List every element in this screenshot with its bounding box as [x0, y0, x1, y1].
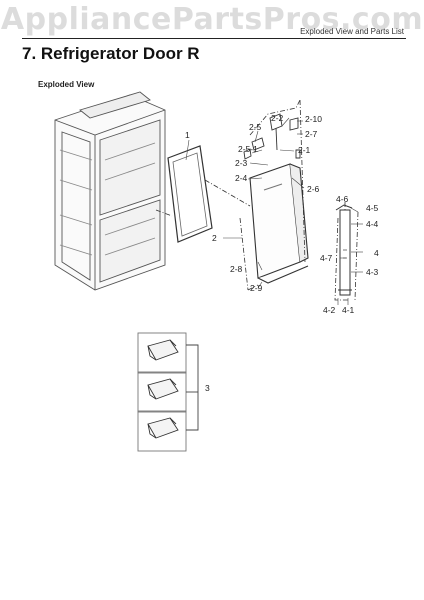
watermark-logo: AppliancePartsPros.com: [0, 2, 424, 37]
callout-3: 3: [205, 383, 210, 393]
callout-4-3: 4-3: [366, 267, 379, 277]
callout-2-7: 2-7: [305, 129, 318, 139]
door-bins: [137, 332, 199, 452]
callout-2-5: 2-5: [249, 122, 262, 132]
refrigerator-cabinet: [54, 91, 166, 291]
callout-1: 1: [185, 130, 190, 140]
callout-4-2: 4-2: [323, 305, 336, 315]
callout-4-7: 4-7: [320, 253, 333, 263]
header-note: Exploded View and Parts List: [300, 27, 404, 36]
callout-2-8: 2-8: [230, 264, 243, 274]
view-label: Exploded View: [38, 80, 95, 89]
door-handle: [335, 204, 353, 296]
assembly-lines: [155, 99, 359, 301]
door-assembly: [249, 163, 309, 284]
callout-labels: 1 2 2-2 2-1 2-5 2-5-1 2-3 2-4 2-6 2-10 2…: [185, 113, 379, 393]
callout-4: 4: [374, 248, 379, 258]
callout-2: 2: [212, 233, 217, 243]
callout-2-5-1: 2-5-1: [238, 144, 258, 154]
callout-4-5: 4-5: [366, 203, 379, 213]
callout-4-4: 4-4: [366, 219, 379, 229]
callout-2-9: 2-9: [250, 283, 263, 293]
door-bin: [137, 332, 187, 374]
callout-2-6: 2-6: [307, 184, 320, 194]
header-divider: [22, 38, 406, 39]
callout-2-10: 2-10: [305, 114, 322, 124]
section-title: 7. Refrigerator Door R: [22, 44, 200, 63]
callout-2-3: 2-3: [235, 158, 248, 168]
leader-lines: [185, 117, 363, 305]
callout-2-1: 2-1: [298, 145, 311, 155]
callout-2-2: 2-2: [271, 113, 284, 123]
door-bin: [137, 371, 187, 413]
door-gasket: [167, 145, 213, 243]
door-bin: [137, 410, 187, 452]
callout-4-1: 4-1: [342, 305, 355, 315]
callout-2-4: 2-4: [235, 173, 248, 183]
callout-4-6: 4-6: [336, 194, 349, 204]
